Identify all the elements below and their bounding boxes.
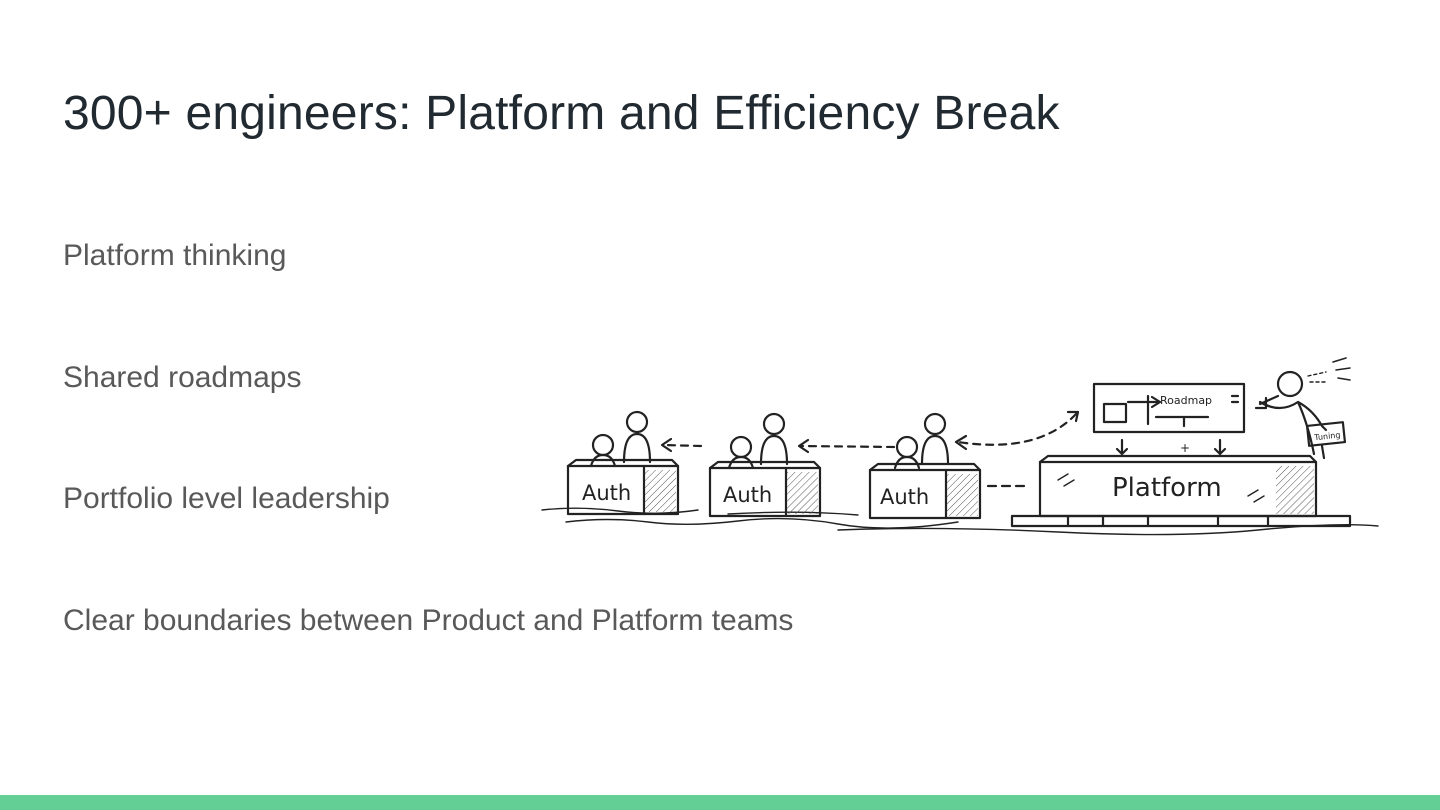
plus-sign: + (1180, 441, 1190, 455)
megaphone-figure: Tuning (1254, 357, 1351, 460)
roadmap-board: Roadmap + (1092, 382, 1246, 456)
team-label-2: Auth (723, 483, 772, 507)
accent-bar (0, 795, 1440, 810)
bullet-platform-thinking: Platform thinking (63, 239, 287, 272)
slide-title: 300+ engineers: Platform and Efficiency … (63, 87, 1060, 140)
roadmap-label: Roadmap (1160, 394, 1212, 407)
platform-block: Platform (1010, 454, 1352, 528)
team-desk-3: Auth (868, 412, 982, 520)
bullet-portfolio-leadership: Portfolio level leadership (63, 482, 390, 515)
bullet-clear-boundaries: Clear boundaries between Product and Pla… (63, 604, 794, 637)
platform-team-sketch: Auth Auth Au (538, 354, 1390, 546)
team-desk-1: Auth (566, 410, 680, 516)
team-label-1: Auth (582, 481, 631, 505)
bullet-shared-roadmaps: Shared roadmaps (63, 361, 302, 394)
team-label-3: Auth (880, 485, 929, 509)
team-desk-2: Auth (708, 412, 822, 518)
sign-label: Tuning (1313, 431, 1341, 443)
platform-label: Platform (1112, 473, 1222, 503)
